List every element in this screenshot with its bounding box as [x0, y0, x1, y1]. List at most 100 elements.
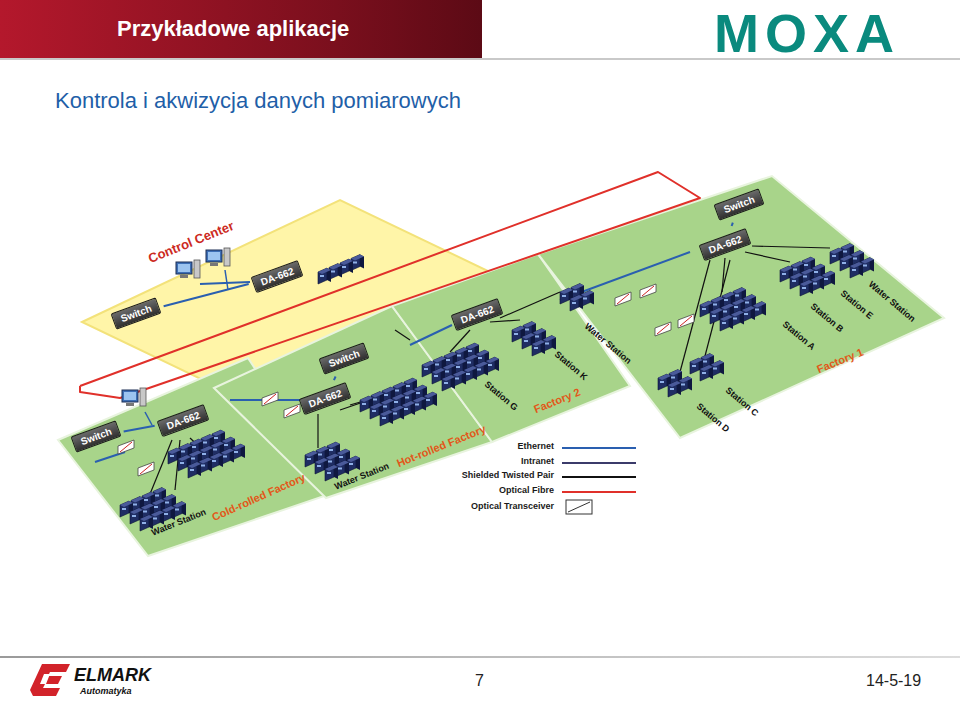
- cabinet-screen: [802, 287, 806, 289]
- device-name: DA-662: [165, 409, 201, 431]
- cabinet-top: [732, 299, 745, 305]
- cabinet-screen: [782, 273, 786, 275]
- cabinet-screen: [406, 385, 410, 387]
- cabinet-screen: [572, 302, 576, 304]
- cabinet-screen: [329, 449, 333, 451]
- panel-outline: [58, 358, 336, 556]
- device-name: Switch: [79, 426, 113, 447]
- cabinet-top: [316, 447, 329, 453]
- cabinet-top: [570, 295, 583, 301]
- cabinet-screen: [467, 362, 471, 364]
- cabinet-screen: [154, 506, 158, 508]
- cabinet-screen: [457, 355, 461, 357]
- cabinet-screen: [212, 460, 216, 462]
- cabinet-top: [800, 280, 813, 286]
- cabinet-screen: [404, 408, 408, 410]
- cabinet-screen: [545, 343, 549, 345]
- cabinet-screen: [514, 333, 518, 335]
- monitor-screen: [124, 392, 136, 400]
- monitor: [122, 390, 138, 402]
- cabinet-screen: [755, 309, 759, 311]
- computer-icon: [122, 388, 146, 406]
- cabinet-screen: [488, 364, 492, 366]
- subtitle: Kontrola i akwizycja danych pomiarowych: [55, 88, 461, 114]
- area-panel: Factory 2DA-662: [392, 254, 630, 442]
- cabinet-top: [221, 449, 234, 455]
- device-box: Switch: [714, 188, 765, 220]
- cabinet-top: [720, 315, 733, 321]
- cabinet-screen: [405, 397, 409, 399]
- cabinet-screen: [384, 394, 388, 396]
- cabinet-screen: [153, 518, 157, 520]
- logo-shape: [30, 664, 70, 696]
- cabinet-top: [475, 362, 488, 368]
- slide-title: Przykładowe aplikacje: [117, 16, 349, 42]
- legend-text: Optical Transceiver: [471, 501, 554, 511]
- device-name: DA-662: [459, 303, 495, 325]
- cabinet-screen: [535, 336, 539, 338]
- date: 14-5-19: [866, 672, 921, 690]
- legend-line: [562, 462, 636, 464]
- cabinet-screen: [192, 446, 196, 448]
- cabinet-top: [199, 458, 212, 464]
- cabinet-top: [380, 410, 393, 416]
- cabinet-screen: [814, 271, 818, 273]
- legend-line: [562, 447, 636, 449]
- device-name: DA-662: [707, 233, 743, 255]
- cabinet-screen: [362, 403, 366, 405]
- cabinet-top: [742, 306, 755, 312]
- cabinet-screen: [724, 299, 728, 301]
- area-panel: Control CenterSwitchDA-662: [82, 200, 490, 394]
- cabinet-screen: [320, 275, 324, 277]
- cabinet-top: [403, 390, 416, 396]
- device-box: DA-662: [451, 298, 504, 331]
- cabinet-top: [391, 406, 404, 412]
- cabinet-screen: [832, 255, 836, 257]
- cabinet-top: [200, 446, 213, 452]
- ethernet-connector: [732, 223, 733, 226]
- cabinet-screen: [383, 406, 387, 408]
- cabinet-screen: [175, 509, 179, 511]
- device-name: Switch: [722, 194, 756, 215]
- cabinet-top: [392, 394, 405, 400]
- device-name: DA-662: [307, 387, 343, 409]
- cabinet-top: [141, 504, 154, 510]
- device-box: Switch: [111, 297, 162, 329]
- cabinet-top: [443, 364, 456, 370]
- panel-outline: [214, 306, 492, 498]
- cabinet-screen: [713, 304, 717, 306]
- monitor-screen: [208, 252, 220, 260]
- legend-line: [562, 491, 636, 493]
- cabinet-top: [152, 499, 165, 505]
- panel-ground: [538, 176, 944, 438]
- cabinet-screen: [213, 449, 217, 451]
- cabinet-screen: [372, 410, 376, 412]
- cabinet-screen: [712, 315, 716, 317]
- cabinet-screen: [382, 417, 386, 419]
- cabinet-top: [432, 368, 445, 374]
- area-name: Cold-rolled Factory: [210, 471, 307, 523]
- cabinet-screen: [133, 504, 137, 506]
- cabinet-screen: [692, 365, 696, 367]
- brand-logo: MOXA: [714, 2, 900, 64]
- cabinet-top: [801, 269, 814, 275]
- area-panel: Hot-rolled FactorySwitchDA-662: [214, 306, 492, 498]
- device-box: DA-662: [299, 382, 352, 415]
- cabinet-screen: [524, 340, 528, 342]
- cabinet-screen: [424, 368, 428, 370]
- legend-transceiver: [566, 500, 592, 514]
- device-name: Switch: [119, 303, 153, 324]
- panel-outline: [82, 200, 490, 394]
- cabinet-screen: [842, 262, 846, 264]
- cabinet-screen: [122, 508, 126, 510]
- cabinet-screen: [793, 269, 797, 271]
- legend-text: Shielded Twisted Pair: [462, 470, 554, 480]
- device-box: DA-662: [157, 404, 210, 437]
- cabinet-top: [465, 355, 478, 361]
- cabinet-screen: [734, 306, 738, 308]
- pc-tower: [140, 388, 146, 406]
- cabinet-screen: [456, 366, 460, 368]
- cabinet-screen: [813, 283, 817, 285]
- cabinet-screen: [143, 511, 147, 513]
- pc-tower: [194, 260, 200, 278]
